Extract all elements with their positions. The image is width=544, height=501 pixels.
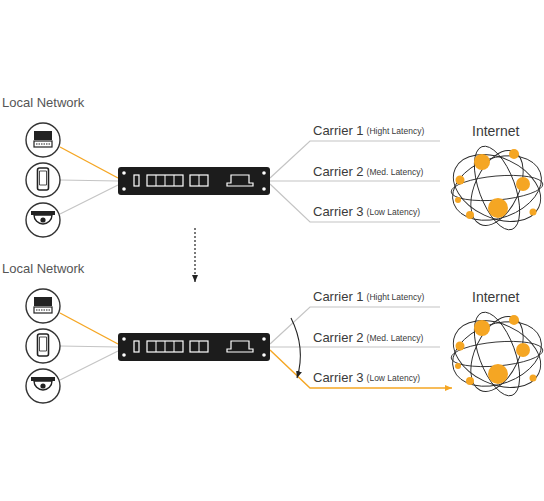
- top-panel: [26, 123, 544, 237]
- text-label: Carrier 3: [313, 371, 364, 386]
- text-label: Carrier 1: [313, 290, 364, 305]
- bottom-panel: [26, 289, 544, 403]
- text-label: Carrier 2: [313, 165, 364, 180]
- text-label: Carrier 1: [313, 124, 364, 139]
- text-label: (Med. Latency): [367, 334, 424, 344]
- text-label: (Med. Latency): [367, 168, 424, 178]
- text-label: Local Network: [2, 96, 84, 111]
- text-label: Carrier 3: [313, 205, 364, 220]
- text-label: Carrier 2: [313, 331, 364, 346]
- text-label: (Low Latency): [367, 374, 420, 384]
- text-label: Internet: [472, 289, 519, 305]
- text-label: (Hight Latency): [367, 127, 425, 137]
- text-label: Internet: [472, 123, 519, 139]
- text-label: (Low Latency): [367, 208, 420, 218]
- text-label: Local Network: [2, 262, 84, 277]
- transition-arrow: [194, 228, 195, 282]
- text-label: (Hight Latency): [367, 293, 425, 303]
